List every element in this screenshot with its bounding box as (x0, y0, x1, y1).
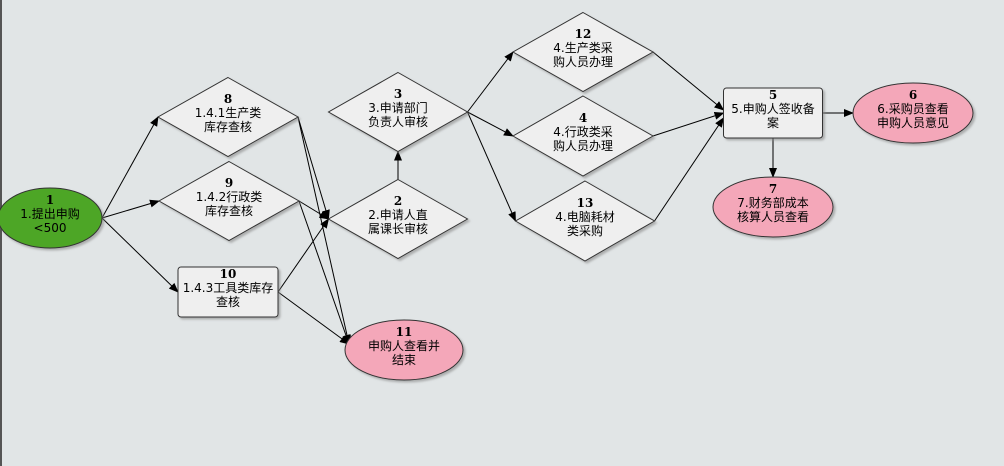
edge-10-to-2 (277, 218, 330, 293)
node-label-line: 4.生产类采 (553, 41, 612, 55)
edge-9-to-2 (298, 200, 330, 220)
node-number: 12 (575, 27, 592, 41)
edge-13-to-5 (654, 117, 725, 222)
node-label-line: 核算人员查看 (737, 209, 809, 224)
node-label-line: 1.提出申购 (20, 206, 79, 221)
edge-3-to-13 (467, 111, 516, 222)
edge-3-to-12 (467, 51, 514, 113)
end-ellipse (852, 82, 974, 144)
window-border (0, 0, 2, 466)
node-label-line: 申购人查看并 (368, 338, 440, 353)
node-number: 13 (577, 196, 594, 210)
node-number: 3 (394, 87, 402, 101)
task-box (723, 87, 823, 139)
node-number: 5 (769, 88, 777, 102)
node-label-line: 负责人审核 (368, 114, 428, 129)
node-label-line: 4.行政类采 (553, 125, 612, 139)
edge-10-to-11 (277, 291, 350, 345)
node-label-line: 申购人员意见 (877, 115, 949, 130)
decision-diamond (327, 71, 469, 153)
node-label-line: 购人员办理 (553, 138, 613, 153)
node-label-line: 类采购 (567, 223, 603, 238)
node-label-line: 1.4.1生产类 (195, 106, 262, 120)
decision-diamond (511, 95, 655, 177)
node-number: 9 (225, 176, 233, 190)
edge-1-to-8 (101, 116, 159, 219)
decision-diamond (157, 160, 301, 242)
edge-1-to-10 (101, 217, 179, 293)
node-1[interactable]: 11.提出申购<500 (0, 187, 103, 249)
edge-9-to-11 (298, 200, 350, 345)
start-ellipse (0, 187, 103, 249)
edge-12-to-5 (652, 51, 725, 111)
node-label-line: <500 (34, 221, 67, 235)
node-label-line: 5.申购人签收备 (731, 101, 814, 116)
edge-3-to-4 (467, 111, 514, 137)
node-label-line: 库存查核 (204, 119, 252, 134)
edge-8-to-11 (297, 116, 351, 345)
node-number: 10 (220, 267, 237, 281)
node-label-line: 6.采购员查看 (877, 101, 948, 116)
node-label-line: 4.电脑耗材 (555, 210, 614, 224)
edge-1-to-9 (101, 199, 160, 219)
decision-diamond (156, 76, 300, 158)
node-label-line: 购人员办理 (553, 54, 613, 69)
node-label-line: 3.申请部门 (368, 100, 427, 115)
decision-diamond (327, 178, 469, 260)
decision-diamond (514, 180, 656, 262)
node-label-line: 1.4.3工具类库存 (183, 280, 274, 295)
node-number: 7 (769, 182, 777, 196)
node-number: 2 (394, 194, 402, 208)
node-number: 1 (46, 193, 54, 207)
end-ellipse (712, 176, 834, 238)
node-label-line: 查核 (216, 295, 240, 309)
node-label-line: 属课长审核 (368, 221, 428, 236)
end-ellipse (344, 319, 464, 381)
node-label-line: 1.4.2行政类 (196, 190, 263, 204)
edge-4-to-5 (652, 111, 725, 137)
node-number: 8 (224, 92, 232, 106)
node-label-line: 库存查核 (205, 203, 253, 218)
node-label-line: 结束 (392, 353, 416, 367)
node-number: 11 (396, 325, 413, 339)
node-label-line: 7.财务部成本 (737, 195, 808, 210)
node-label-line: 案 (767, 115, 779, 130)
node-number: 6 (909, 88, 917, 102)
node-number: 4 (579, 111, 587, 125)
task-box (177, 266, 279, 318)
node-label-line: 2.申请人直 (368, 208, 427, 222)
decision-diamond (511, 11, 655, 93)
edge-8-to-2 (297, 116, 330, 220)
